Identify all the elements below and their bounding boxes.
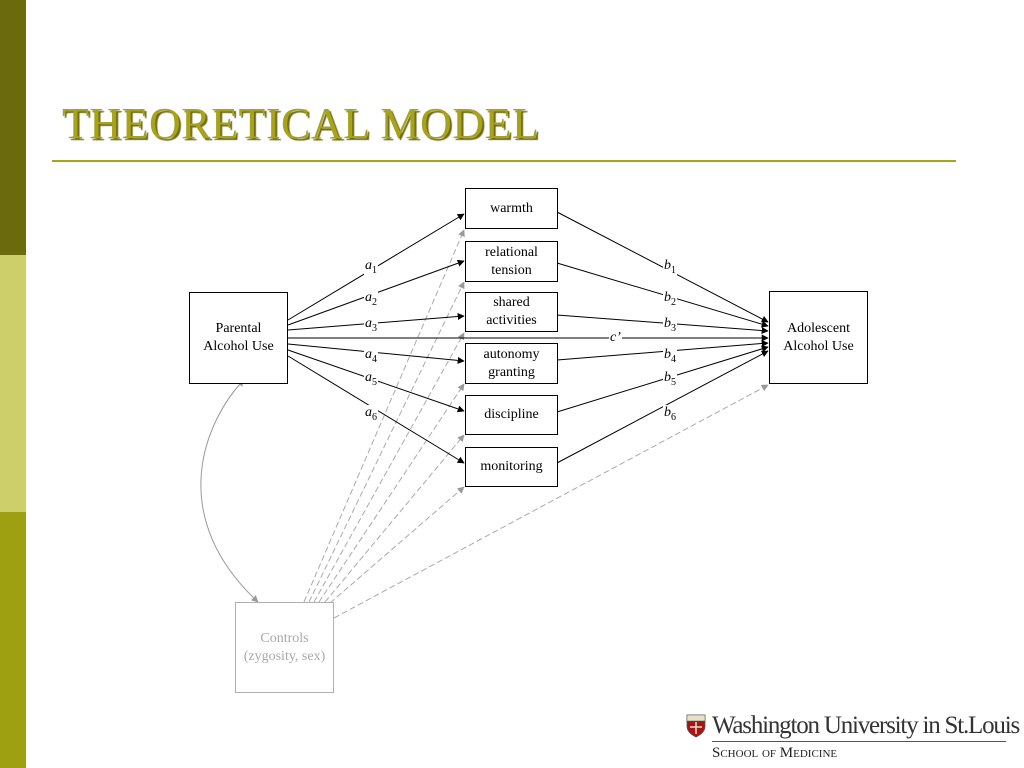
sidebar-stripe-top [0,0,26,255]
mediator-label: monitoring [480,459,543,474]
outcome-line1: Adolescent [787,320,850,336]
b2-arrow [556,262,769,328]
school-name: School of Medicine [712,745,838,761]
sidebar-stripe [0,0,26,768]
path-label-b1: b1 [663,258,677,279]
b3-arrow [556,314,769,335]
sidebar-stripe-middle [0,255,26,512]
b4-arrow [556,340,769,361]
title-underline [52,160,956,162]
path-label-c-prime: c’ [609,330,622,346]
mediator-label: relational [485,244,538,260]
controls-line1: Controls [260,630,309,646]
mediator-label: granting [488,364,535,380]
b6-arrow [556,350,769,464]
mediator-discipline: discipline [465,395,558,435]
control-arrow-discipline [324,434,465,603]
path-label-b2: b2 [663,290,677,311]
sidebar-stripe-bottom [0,512,26,768]
shield-icon [686,714,706,738]
mediator-label: activities [486,313,537,328]
covariance-curve [200,379,259,603]
controls-line2: (zygosity, sex) [243,648,326,664]
logo-divider [712,741,1006,742]
mediator-label: warmth [490,200,533,216]
control-arrow-autonomy-granting [318,383,465,603]
mediator-relational-tension: relational tension [465,241,558,282]
mediator-label: shared [493,295,530,310]
mediator-shared-activities: shared activities [465,292,558,332]
mediator-monitoring: monitoring [465,447,558,487]
path-label-b6: b6 [663,405,677,426]
mediator-warmth: warmth [465,188,558,229]
b1-arrow [556,211,769,323]
path-label-a1: a1 [364,258,378,279]
path-label-b5: b5 [663,370,677,391]
page-title: THEORETICAL MODEL [62,99,540,148]
mediator-label: discipline [484,407,539,422]
path-label-a3: a3 [364,316,378,337]
control-arrow-monitoring [329,486,465,604]
path-label-a4: a4 [364,347,378,368]
predictor-line2: Alcohol Use [203,339,274,354]
control-arrow-outcome [333,384,769,619]
b5-arrow [556,345,769,413]
path-label-a5: a5 [364,370,378,391]
control-arrow-warmth [303,229,465,603]
controls-box: Controls (zygosity, sex) [235,602,334,693]
predictor-line1: Parental [215,321,262,336]
university-name: Washington University in St.Louis [712,712,1020,739]
outcome-line2: Alcohol Use [783,338,854,354]
mediator-label: tension [491,262,532,278]
path-label-a6: a6 [364,405,378,426]
path-label-b4: b4 [663,347,677,368]
path-label-b3: b3 [663,316,677,337]
mediator-autonomy-granting: autonomy granting [465,343,558,384]
mediator-label: autonomy [483,346,540,362]
control-arrow-shared-activities [313,332,465,603]
university-logo: Washington University in St.Louis School… [686,712,1020,764]
control-arrow-relational-tension [308,281,465,603]
path-label-a2: a2 [364,290,378,311]
